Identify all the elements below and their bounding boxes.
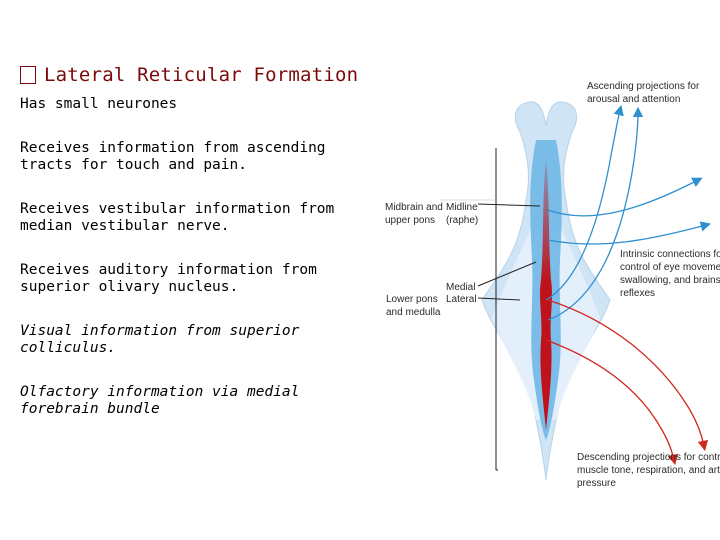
label-lower-2: and medulla (386, 307, 441, 318)
label-medial: Medial (446, 282, 475, 293)
midline-pointer (477, 203, 541, 207)
medial-pointer (477, 261, 537, 287)
label-midbrain-1: Midbrain and (385, 202, 443, 213)
slide-title: Lateral Reticular Formation (20, 64, 358, 86)
label-ascending-2: arousal and attention (587, 94, 680, 105)
label-ascending-1: Ascending projections for (587, 81, 700, 92)
descending-arrow-1 (545, 339, 678, 466)
title-text: Lateral Reticular Formation (44, 64, 359, 86)
intrinsic-arrow-1 (547, 177, 703, 217)
paragraph-6: Olfactory information via medial forebra… (20, 384, 300, 417)
label-intrinsic-2: control of eye movements, (620, 262, 720, 273)
reticular-formation-diagram: Ascending projections for arousal and at… (385, 81, 720, 489)
body-text: Has small neurones Receives information … (20, 96, 370, 445)
paragraph-5: Visual information from superior collicu… (20, 323, 300, 356)
paragraph-2: Receives information from ascending trac… (20, 140, 326, 173)
label-descending-2: muscle tone, respiration, and arterial (577, 465, 720, 476)
paragraph-3: Receives vestibular information from med… (20, 201, 335, 234)
label-intrinsic-4: reflexes (620, 288, 655, 299)
descending-arrow-2 (547, 299, 709, 452)
square-bullet-icon (20, 66, 36, 84)
level-bracket (495, 148, 498, 471)
label-lateral: Lateral (446, 294, 477, 305)
ascending-arrow-2 (547, 106, 644, 321)
label-descending-1: Descending projections for control of (577, 452, 720, 463)
paragraph-4: Receives auditory information from super… (20, 262, 317, 295)
midline-raphe (540, 160, 552, 430)
lateral-pointer (477, 297, 521, 301)
label-lower-1: Lower pons (386, 294, 438, 305)
label-midline-2: (raphe) (446, 215, 478, 226)
label-intrinsic-1: Intrinsic connections for (620, 249, 720, 260)
label-midline-1: Midline (446, 202, 478, 213)
label-intrinsic-3: swallowing, and brainstem (620, 275, 720, 286)
intrinsic-arrow-2 (547, 221, 712, 245)
label-midbrain-2: upper pons (385, 215, 435, 226)
ascending-arrow-1 (545, 104, 624, 301)
label-descending-3: pressure (577, 478, 616, 489)
paragraph-1: Has small neurones (20, 96, 178, 112)
